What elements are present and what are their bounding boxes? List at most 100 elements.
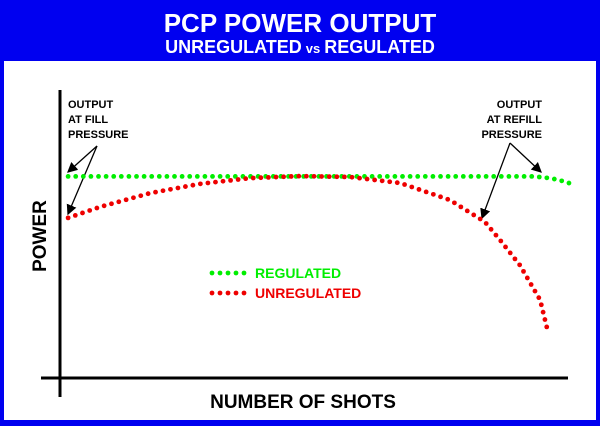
y-axis-label: POWER: [30, 200, 51, 272]
data-point-regulated: [460, 174, 466, 179]
data-point-regulated: [65, 174, 71, 179]
data-point-unregulated: [228, 177, 233, 183]
data-point-unregulated: [524, 275, 530, 281]
data-point-regulated: [514, 174, 519, 179]
data-point-regulated: [544, 175, 550, 181]
data-point-regulated: [156, 174, 162, 179]
data-point-unregulated: [528, 282, 534, 287]
annotation-line: AT FILL: [68, 114, 108, 126]
data-point-unregulated: [266, 174, 271, 180]
data-point-unregulated: [394, 180, 400, 186]
data-point-unregulated: [507, 250, 513, 256]
data-point-unregulated: [542, 317, 548, 322]
data-point-unregulated: [493, 232, 499, 238]
data-point-unregulated: [517, 262, 523, 268]
data-point-unregulated: [116, 199, 122, 205]
data-point-regulated: [80, 174, 86, 179]
data-point-unregulated: [387, 179, 393, 185]
data-point-regulated: [498, 174, 504, 179]
data-point-unregulated: [258, 175, 264, 181]
data-point-unregulated: [357, 175, 362, 181]
data-point-regulated: [187, 174, 193, 179]
data-point-unregulated: [341, 174, 347, 180]
data-point-unregulated: [168, 186, 173, 192]
legend-dot: [241, 270, 247, 276]
legend-label-unregulated: UNREGULATED: [255, 285, 361, 301]
data-point-regulated: [96, 174, 101, 179]
data-point-unregulated: [138, 193, 144, 199]
data-point-unregulated: [273, 174, 279, 180]
data-point-regulated: [566, 180, 572, 186]
data-point-unregulated: [438, 194, 443, 200]
annotation-refill-pressure: OUTPUT AT REFILL PRESSURE: [481, 99, 542, 141]
data-point-regulated: [126, 174, 132, 179]
legend-dot: [233, 270, 239, 276]
data-point-regulated: [103, 174, 109, 179]
data-point-unregulated: [536, 295, 542, 301]
arrow-fill-unregulated: [66, 145, 98, 216]
data-point-regulated: [468, 174, 474, 179]
data-point-regulated: [407, 174, 413, 179]
data-point-regulated: [521, 174, 527, 179]
data-point-unregulated: [197, 181, 203, 187]
data-point-unregulated: [65, 215, 71, 221]
legend-swatch-regulated: [209, 270, 247, 276]
data-point-unregulated: [445, 196, 451, 202]
data-point-unregulated: [349, 174, 355, 180]
data-point-regulated: [536, 174, 542, 180]
data-point-regulated: [73, 174, 79, 179]
data-point-unregulated: [372, 177, 378, 183]
arrow-refill-regulated: [509, 142, 542, 173]
x-axis-label: NUMBER OF SHOTS: [210, 392, 396, 413]
data-point-regulated: [400, 174, 405, 179]
data-point-regulated: [164, 174, 170, 179]
arrow-refill-unregulated: [480, 142, 511, 220]
annotation-line: AT REFILL: [487, 114, 543, 126]
legend-dot: [217, 290, 223, 296]
data-point-unregulated: [94, 205, 100, 211]
data-point-unregulated: [288, 174, 294, 179]
data-point-unregulated: [430, 191, 436, 197]
data-point-regulated: [506, 174, 512, 179]
data-point-unregulated: [423, 189, 429, 195]
data-point-unregulated: [296, 173, 302, 179]
data-point-unregulated: [402, 182, 407, 187]
data-point-unregulated: [281, 174, 287, 180]
data-point-unregulated: [72, 213, 78, 218]
data-point-unregulated: [304, 173, 309, 179]
data-point-unregulated: [250, 175, 256, 181]
data-point-unregulated: [521, 268, 526, 274]
data-point-regulated: [392, 174, 398, 179]
data-point-regulated: [483, 174, 489, 179]
data-point-unregulated: [471, 212, 477, 218]
data-point-regulated: [118, 174, 124, 179]
data-point-unregulated: [458, 204, 464, 210]
data-point-unregulated: [175, 185, 181, 191]
chart-title: PCP POWER OUTPUT: [164, 8, 437, 38]
data-point-unregulated: [205, 180, 211, 186]
series-layer: [65, 173, 572, 330]
data-point-regulated: [491, 174, 497, 179]
data-point-unregulated: [503, 244, 508, 250]
data-point-unregulated: [101, 203, 107, 209]
data-point-regulated: [111, 174, 117, 179]
legend-dot: [233, 290, 239, 296]
data-point-unregulated: [109, 201, 114, 207]
subtitle-vs: vs: [306, 41, 320, 56]
annotation-line: PRESSURE: [68, 129, 129, 141]
data-point-unregulated: [319, 174, 324, 179]
data-point-regulated: [210, 174, 215, 179]
arrow-fill-regulated: [67, 145, 98, 173]
data-point-unregulated: [540, 309, 546, 315]
data-point-unregulated: [409, 184, 415, 190]
data-point-regulated: [217, 174, 223, 179]
data-point-regulated: [430, 174, 436, 179]
data-point-regulated: [445, 174, 451, 179]
data-point-regulated: [453, 174, 459, 179]
data-point-unregulated: [334, 174, 340, 180]
data-point-unregulated: [183, 184, 188, 189]
data-point-regulated: [559, 178, 565, 184]
data-point-regulated: [141, 174, 147, 179]
